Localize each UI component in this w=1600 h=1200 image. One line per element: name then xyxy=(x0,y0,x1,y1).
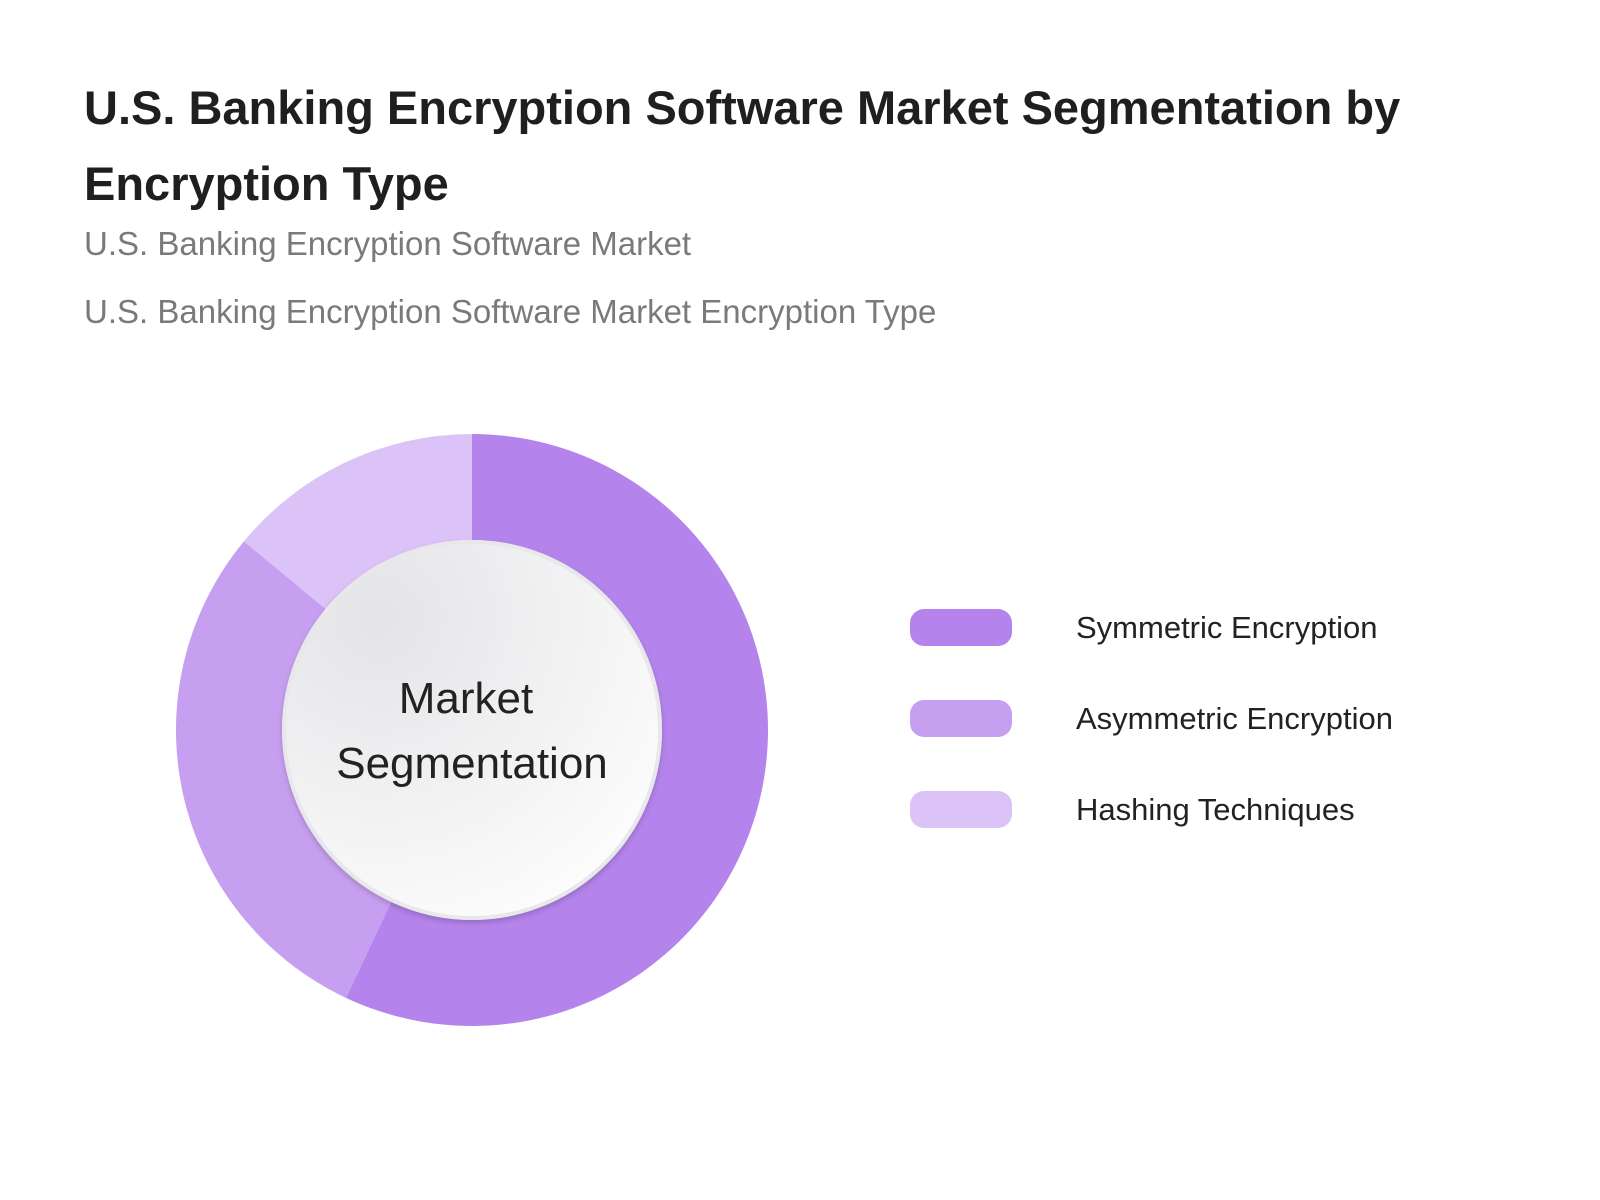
legend-swatch-asymmetric-encryption xyxy=(910,700,1012,737)
legend-label-symmetric-encryption: Symmetric Encryption xyxy=(1076,610,1378,645)
center-label-line-2: Segmentation xyxy=(336,739,608,788)
slice-hashing-techniques[interactable] xyxy=(243,434,472,609)
chart-title: U.S. Banking Encryption Software Market … xyxy=(84,81,1401,210)
legend-label-hashing-techniques: Hashing Techniques xyxy=(1076,792,1355,827)
chart-subtitle-market: U.S. Banking Encryption Software Market xyxy=(84,225,692,262)
legend-label-asymmetric-encryption: Asymmetric Encryption xyxy=(1076,701,1393,736)
legend-swatch-hashing-techniques xyxy=(910,791,1012,828)
legend-swatch-symmetric-encryption xyxy=(910,609,1012,646)
slice-symmetric-encryption[interactable] xyxy=(345,434,768,1026)
donut-slices xyxy=(176,434,768,1026)
chart-subtitle-encryption-type: U.S. Banking Encryption Software Market … xyxy=(84,293,937,330)
slice-asymmetric-encryption[interactable] xyxy=(176,541,392,998)
donut-center xyxy=(282,540,662,920)
center-label-line-1: Market xyxy=(399,674,533,723)
